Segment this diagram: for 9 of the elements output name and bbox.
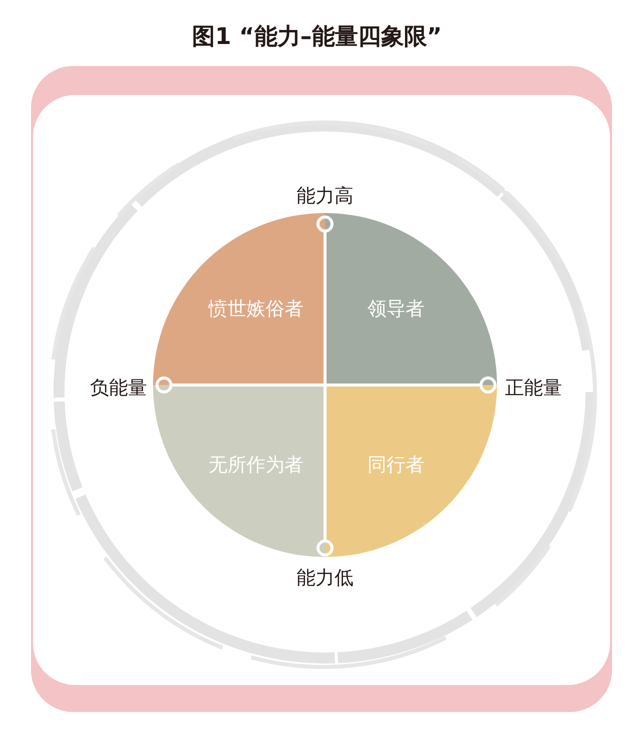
quadrant-label: 无所作为者 xyxy=(208,454,304,476)
axis-label: 能力低 xyxy=(296,567,354,589)
axis-label: 正能量 xyxy=(505,377,562,399)
axis-label: 能力高 xyxy=(296,185,354,207)
title: 图1 “能力–能量四象限” xyxy=(192,24,442,50)
quadrant-label: 同行者 xyxy=(368,454,424,476)
axis-label: 负能量 xyxy=(90,377,147,399)
quadrant-label: 领导者 xyxy=(368,298,424,320)
quadrant-label: 愤世嫉俗者 xyxy=(208,298,304,320)
